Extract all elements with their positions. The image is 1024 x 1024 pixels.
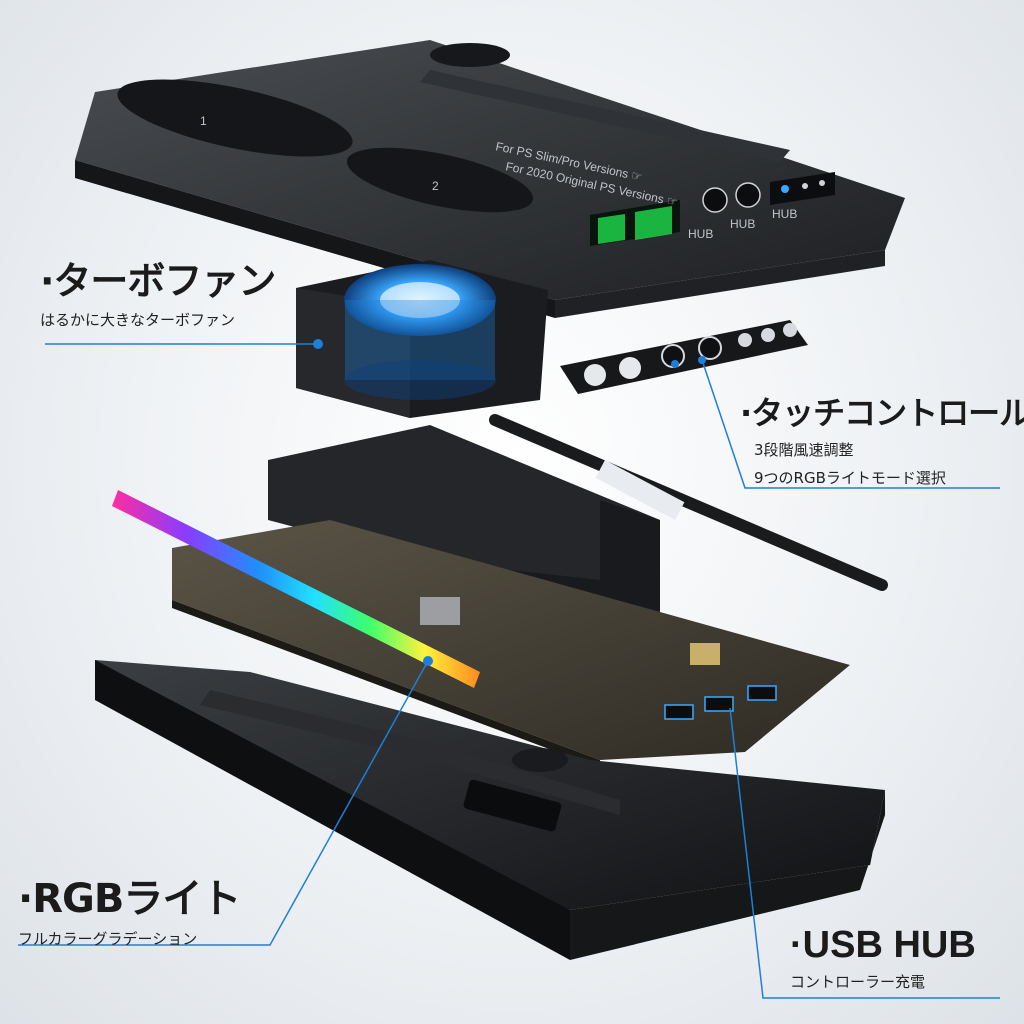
callout-lines xyxy=(18,343,1000,999)
usb-hub-subtitle: コントローラー充電 xyxy=(790,973,926,991)
touch-control-panel xyxy=(560,320,808,394)
rgb-leader-line xyxy=(18,660,429,946)
turbo-fan-title: ·ターボファン xyxy=(40,259,276,303)
callout-touch-control: ·タッチコントロール 3段階風速調整 9つのRGBライトモード選択 xyxy=(740,388,1024,490)
slot-number-1: 1 xyxy=(200,114,207,128)
top-panel: For PS Slim/Pro Versions ☞ For 2020 Orig… xyxy=(75,40,905,318)
hub-label-3: HUB xyxy=(772,207,797,221)
rgb-light-bar xyxy=(112,490,480,688)
callout-turbo-fan: ·ターボファン はるかに大きなターボファン xyxy=(40,250,276,330)
support-rod xyxy=(489,414,888,591)
circuit-board xyxy=(172,520,850,768)
hub-label-2: HUB xyxy=(730,217,755,231)
slot-number-2: 2 xyxy=(432,179,439,193)
rgb-light-subtitle: フルカラーグラデーション xyxy=(18,930,198,948)
callout-rgb-light: ·RGBライト フルカラーグラデーション xyxy=(18,866,241,949)
touch-control-line-2: 9つのRGBライトモード選択 xyxy=(754,469,946,487)
callout-usb-hub: ·USB HUB コントローラー充電 xyxy=(790,924,976,992)
touch-control-title: ·タッチコントロール xyxy=(740,394,1024,432)
rgb-light-title: ·RGBライト xyxy=(18,876,241,922)
usb-leader-line xyxy=(729,707,1000,999)
touch-leader-line xyxy=(701,359,1000,489)
usb-hub-title: ·USB HUB xyxy=(790,924,976,966)
hub-label-1: HUB xyxy=(688,227,713,241)
bottom-tray xyxy=(95,660,885,960)
turbo-fan xyxy=(296,260,548,418)
turbo-fan-subtitle: はるかに大きなターボファン xyxy=(40,311,236,329)
touch-control-line-1: 3段階風速調整 xyxy=(754,441,854,459)
